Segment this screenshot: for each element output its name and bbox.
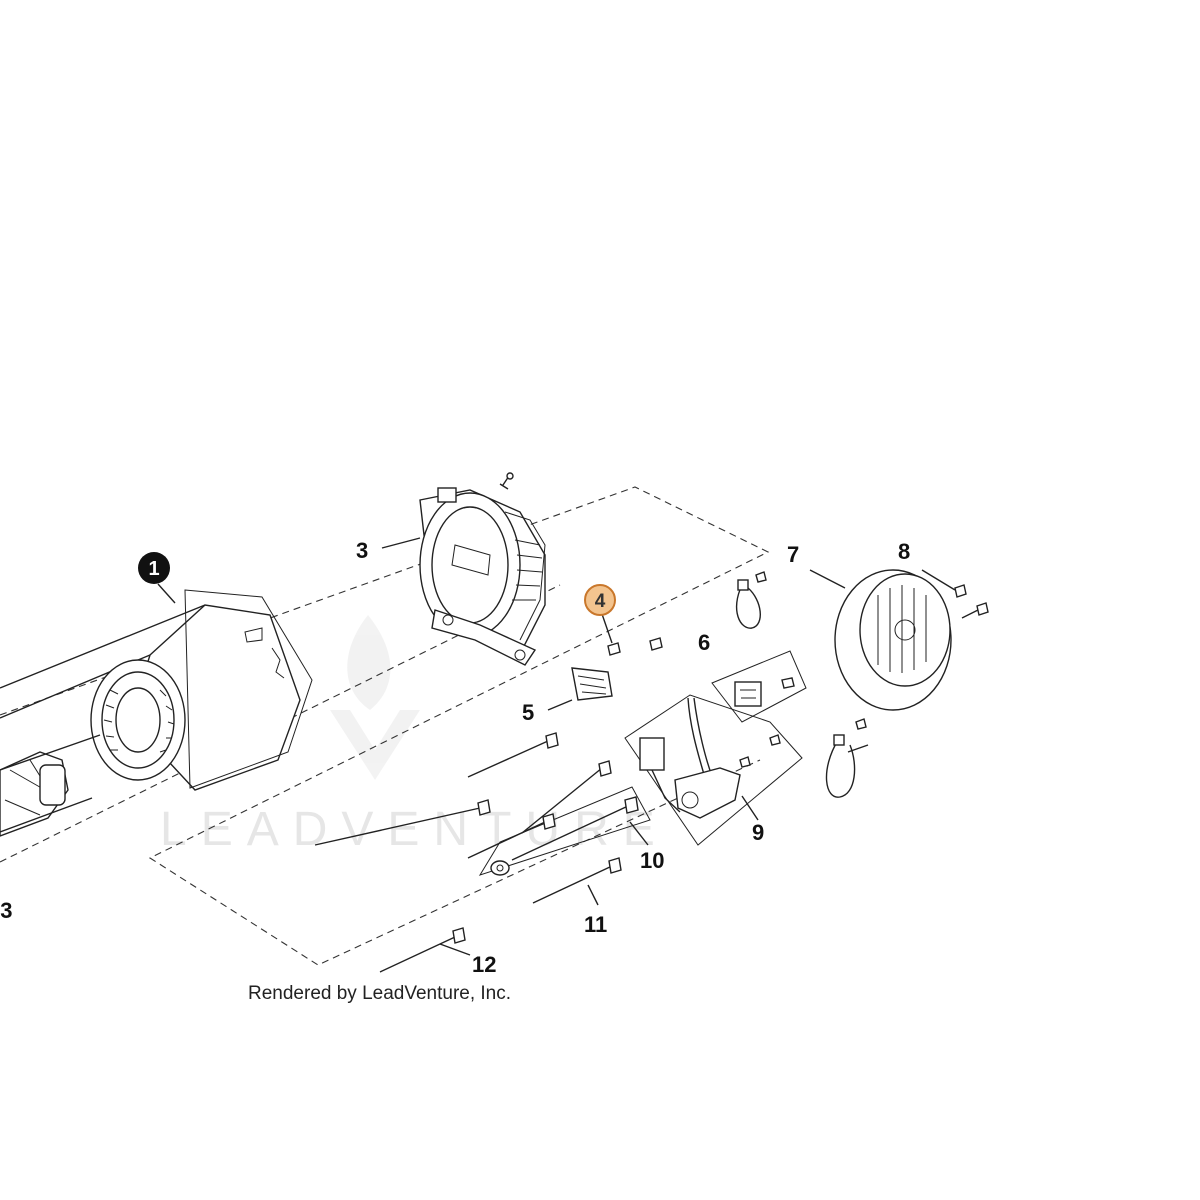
callout-6: 6 bbox=[698, 630, 710, 655]
callout-13: 13 bbox=[0, 898, 12, 923]
long-bolts bbox=[314, 732, 639, 876]
svg-text:4: 4 bbox=[595, 591, 606, 612]
watermark-logo bbox=[330, 615, 420, 780]
regulator-frame-9 bbox=[624, 694, 803, 846]
wire-tie-upper bbox=[736, 571, 767, 629]
watermark-text: LEADVENTURE bbox=[160, 803, 669, 856]
screw-part-4 bbox=[607, 637, 663, 656]
callout-7: 7 bbox=[787, 542, 799, 567]
leader-12 bbox=[439, 943, 471, 956]
callout-5: 5 bbox=[522, 700, 534, 725]
leader-7 bbox=[809, 569, 846, 589]
leader-4 bbox=[601, 613, 613, 644]
stator-outline-frame bbox=[184, 589, 313, 789]
brush-holder-part-5 bbox=[571, 667, 613, 701]
svg-text:1: 1 bbox=[148, 558, 159, 580]
assembly-dashed-boundary bbox=[0, 486, 770, 966]
bolt-part-11 bbox=[532, 857, 622, 904]
screw-part-8 bbox=[921, 569, 989, 619]
callout-1-badge: 1 bbox=[138, 552, 176, 604]
wire-tie-lower bbox=[825, 718, 869, 798]
leader-5 bbox=[547, 699, 573, 711]
stator-part-1 bbox=[0, 604, 301, 833]
leader-9 bbox=[741, 795, 759, 821]
leader-3 bbox=[381, 537, 421, 549]
bolt-part-12 bbox=[379, 927, 466, 973]
callout-9: 9 bbox=[752, 820, 764, 845]
callout-11: 11 bbox=[584, 912, 607, 937]
switch-part-6 bbox=[734, 677, 795, 707]
callout-10: 10 bbox=[640, 848, 664, 873]
rotor-part-13 bbox=[0, 751, 69, 837]
regulator-part-9 bbox=[639, 697, 781, 819]
leader-11 bbox=[587, 884, 599, 906]
housing-part-3 bbox=[419, 472, 546, 666]
render-credit: Rendered by LeadVenture, Inc. bbox=[248, 983, 511, 1004]
bolt-frame-10 bbox=[478, 786, 651, 876]
end-cover-part-7 bbox=[834, 569, 952, 711]
callout-3: 3 bbox=[356, 538, 368, 563]
leader-10 bbox=[629, 821, 649, 846]
callout-12: 12 bbox=[472, 952, 496, 977]
callout-8: 8 bbox=[898, 539, 910, 564]
callout-4-highlight[interactable]: 4 bbox=[584, 584, 616, 616]
